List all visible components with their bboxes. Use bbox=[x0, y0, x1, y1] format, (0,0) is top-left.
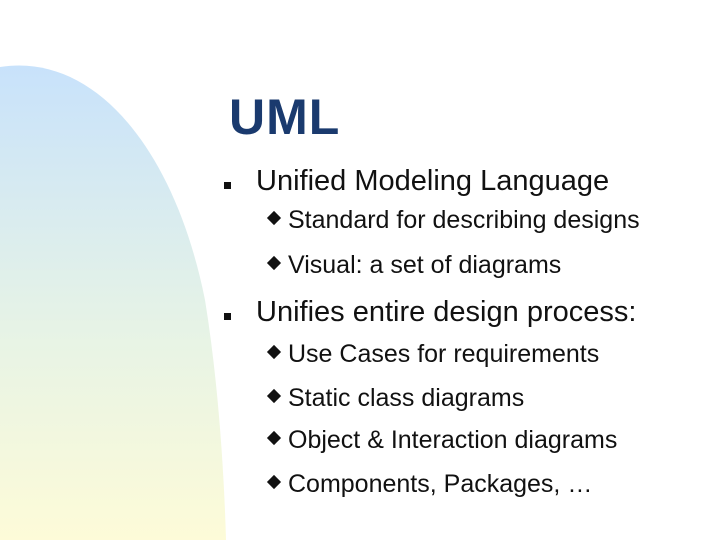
diamond-bullet-icon bbox=[266, 256, 282, 271]
sub-bullet-use-cases: Use Cases for requirements bbox=[265, 340, 599, 369]
slide-title: UML bbox=[229, 89, 341, 145]
sub-bullet-visual: Visual: a set of diagrams bbox=[265, 251, 561, 280]
diamond-bullet-icon bbox=[266, 475, 282, 490]
square-bullet-icon bbox=[224, 313, 231, 320]
bullet-text: Unifies entire design process: bbox=[256, 296, 637, 328]
sub-bullet-text: Visual: a set of diagrams bbox=[288, 251, 562, 279]
sub-bullet-static-class: Static class diagrams bbox=[265, 384, 524, 413]
square-bullet-icon bbox=[224, 182, 231, 189]
diamond-bullet-icon bbox=[266, 389, 282, 404]
sub-bullet-text: Object & Interaction diagrams bbox=[288, 426, 618, 454]
sub-bullet-text: Use Cases for requirements bbox=[288, 340, 600, 368]
bullet-unifies-design-process: Unifies entire design process: bbox=[256, 296, 636, 329]
diamond-bullet-icon bbox=[266, 345, 282, 360]
diamond-bullet-icon bbox=[266, 431, 282, 446]
diamond-bullet-icon bbox=[266, 211, 282, 226]
sub-bullet-standard: Standard for describing designs bbox=[265, 206, 640, 235]
sub-bullet-text: Standard for describing designs bbox=[288, 206, 640, 234]
sub-bullet-components: Components, Packages, … bbox=[265, 470, 592, 499]
sub-bullet-text: Static class diagrams bbox=[288, 384, 525, 412]
bullet-text: Unified Modeling Language bbox=[256, 165, 610, 197]
sub-bullet-text: Components, Packages, … bbox=[288, 470, 593, 498]
bullet-unified-modeling-language: Unified Modeling Language bbox=[256, 165, 609, 198]
sub-bullet-object-interaction: Object & Interaction diagrams bbox=[265, 426, 617, 455]
